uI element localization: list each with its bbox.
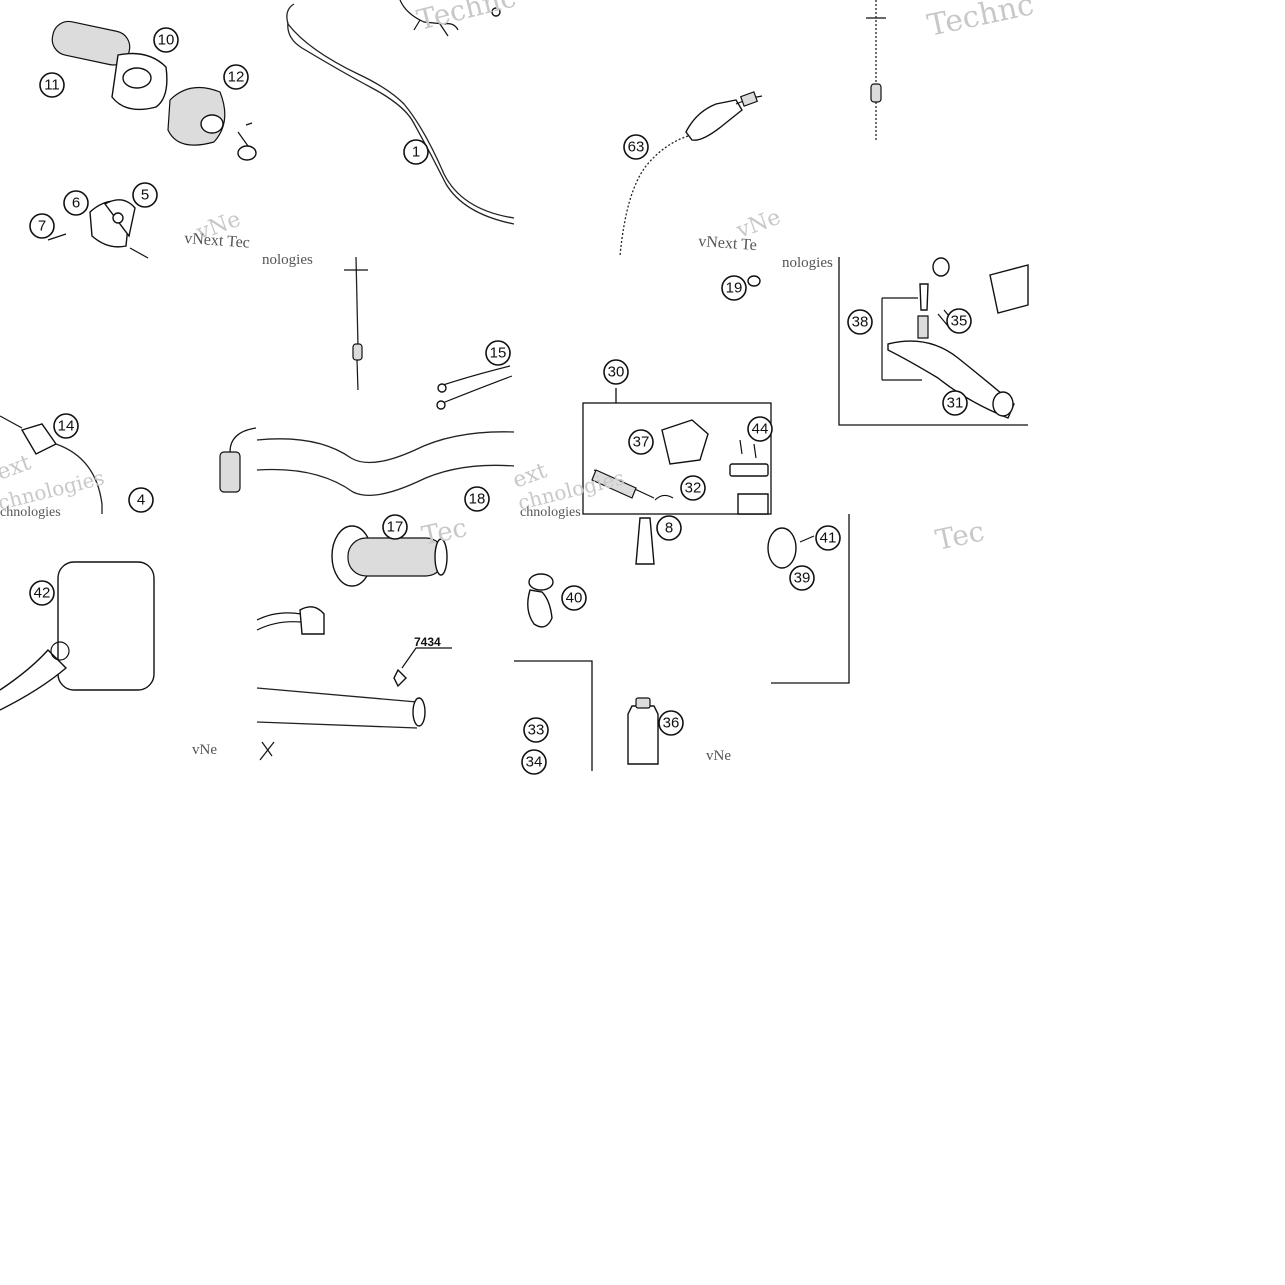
watermark-fragment: Technc (414, 0, 520, 37)
watermark-brand: vNe (706, 748, 731, 764)
svg-text:18: 18 (469, 491, 486, 508)
callout-14: 14 (53, 413, 79, 439)
svg-text:44: 44 (752, 421, 769, 438)
svg-text:15: 15 (490, 345, 507, 362)
svg-text:32: 32 (685, 480, 702, 497)
watermark-fragment: ext (0, 450, 34, 485)
clutch-cable (866, 0, 886, 142)
svg-text:6: 6 (72, 195, 80, 212)
callout-8: 8 (656, 515, 682, 541)
svg-text:30: 30 (608, 364, 625, 381)
svg-text:11: 11 (44, 77, 60, 94)
callout-38: 38 (847, 309, 873, 335)
callout-30: 30 (603, 359, 629, 385)
watermark-brand: chnologies (0, 505, 61, 520)
svg-text:40: 40 (566, 590, 583, 607)
left-grip (256, 525, 452, 761)
callout-1: 1 (403, 139, 429, 165)
callout-33: 33 (523, 717, 549, 743)
svg-text:37: 37 (633, 434, 650, 451)
callout-36: 36 (658, 710, 684, 736)
svg-text:63: 63 (628, 139, 645, 156)
svg-text:17: 17 (387, 519, 404, 536)
callout-31: 31 (942, 390, 968, 416)
part-code-label: 7434 (414, 635, 441, 649)
svg-text:31: 31 (947, 395, 964, 412)
choke-cable (0, 415, 103, 514)
watermark-brand: nologies (782, 255, 833, 271)
watermark-fragment: Tec (933, 514, 988, 556)
callout-63: 63 (623, 134, 649, 160)
svg-text:19: 19 (726, 280, 743, 297)
svg-text:12: 12 (228, 69, 245, 86)
svg-text:5: 5 (141, 187, 149, 204)
watermark-fragment: Tec (419, 513, 470, 552)
callout-41: 41 (815, 525, 841, 551)
brake-reservoir (514, 514, 850, 771)
watermark-brand: vNext Te (698, 233, 758, 254)
svg-text:36: 36 (663, 715, 680, 732)
callout-34: 34 (521, 749, 547, 775)
callout-18: 18 (464, 486, 490, 512)
callout-39: 39 (789, 565, 815, 591)
callout-37: 37 (628, 429, 654, 455)
svg-text:4: 4 (137, 492, 145, 509)
svg-text:38: 38 (852, 314, 869, 331)
hot-start-cable (219, 256, 515, 496)
watermark-brand: nologies (262, 252, 313, 268)
callout-5: 5 (132, 182, 158, 208)
svg-text:34: 34 (526, 754, 543, 771)
callout-35: 35 (946, 308, 972, 334)
svg-text:39: 39 (794, 570, 811, 587)
svg-text:7: 7 (38, 218, 46, 235)
watermark-brand: vNext Tec (184, 230, 251, 252)
svg-text:1: 1 (412, 144, 420, 161)
callout-12: 12 (223, 64, 249, 90)
callout-7: 7 (29, 213, 55, 239)
callout-19: 19 (721, 275, 747, 301)
callout-32: 32 (680, 475, 706, 501)
callout-42: 42 (29, 580, 55, 606)
callout-10: 10 (153, 27, 179, 53)
callout-4: 4 (128, 487, 154, 513)
watermark-brand: vNe (192, 742, 217, 758)
callout-11: 11 (39, 72, 65, 98)
watermark-fragment: Technc (924, 0, 1037, 44)
svg-text:41: 41 (820, 530, 837, 547)
handlebar (286, 0, 515, 225)
svg-text:10: 10 (158, 32, 175, 49)
throttle-cable (619, 91, 763, 257)
svg-text:35: 35 (951, 313, 968, 330)
throttle-grip-assembly (47, 20, 257, 259)
number-plate (0, 561, 155, 711)
callout-44: 44 (747, 416, 773, 442)
callout-17: 17 (382, 514, 408, 540)
watermark-brand: chnologies (520, 505, 581, 520)
svg-text:42: 42 (34, 585, 51, 602)
svg-text:8: 8 (665, 520, 673, 537)
svg-text:14: 14 (58, 418, 75, 435)
callout-6: 6 (63, 190, 89, 216)
brake-master-cylinder (582, 257, 1029, 565)
callout-15: 15 (485, 340, 511, 366)
callout-40: 40 (561, 585, 587, 611)
svg-text:33: 33 (528, 722, 545, 739)
